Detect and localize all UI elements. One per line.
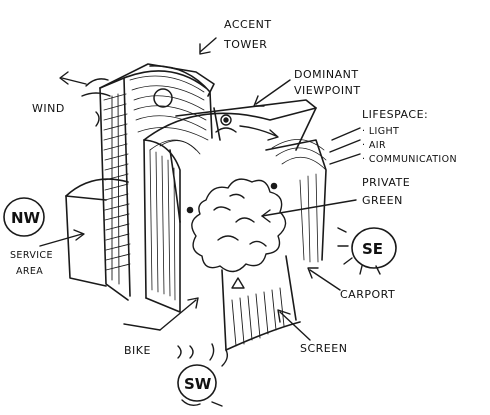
- label-service-area-1: SERVICE: [10, 250, 53, 261]
- label-lifespace-air: · AIR: [362, 140, 386, 151]
- accent-tower: [99, 63, 215, 301]
- label-lifespace-light: · LIGHT: [362, 126, 399, 137]
- main-building: [65, 99, 327, 313]
- label-accent-tower-2: TOWER: [223, 38, 267, 51]
- carport-structure: [221, 255, 301, 351]
- annotation-arrows: [39, 37, 381, 407]
- private-green-tree: [191, 178, 287, 289]
- label-dominant-viewpoint-1: DOMINANT: [294, 68, 359, 81]
- label-dominant-viewpoint-2: VIEWPOINT: [294, 84, 361, 97]
- label-private-green-1: PRIVATE: [362, 176, 410, 189]
- viewpoint-figure-icon: [215, 114, 237, 133]
- label-lifespace-title: LIFESPACE:: [362, 108, 428, 121]
- compass-sw-label: SW: [184, 375, 212, 393]
- wind-lines: [81, 78, 111, 127]
- compass-nw-label: NW: [11, 209, 41, 227]
- compass-markers: [3, 197, 397, 402]
- label-bike: BIKE: [124, 344, 151, 357]
- label-screen: SCREEN: [300, 342, 347, 355]
- label-private-green-2: GREEN: [362, 194, 403, 207]
- label-carport: CARPORT: [340, 288, 395, 301]
- label-accent-tower-1: ACCENT: [224, 18, 272, 31]
- label-lifespace-communication: · COMMUNICATION: [362, 154, 457, 165]
- label-service-area-2: AREA: [16, 266, 43, 277]
- label-wind: WIND: [32, 102, 65, 115]
- compass-se-label: SE: [362, 240, 383, 258]
